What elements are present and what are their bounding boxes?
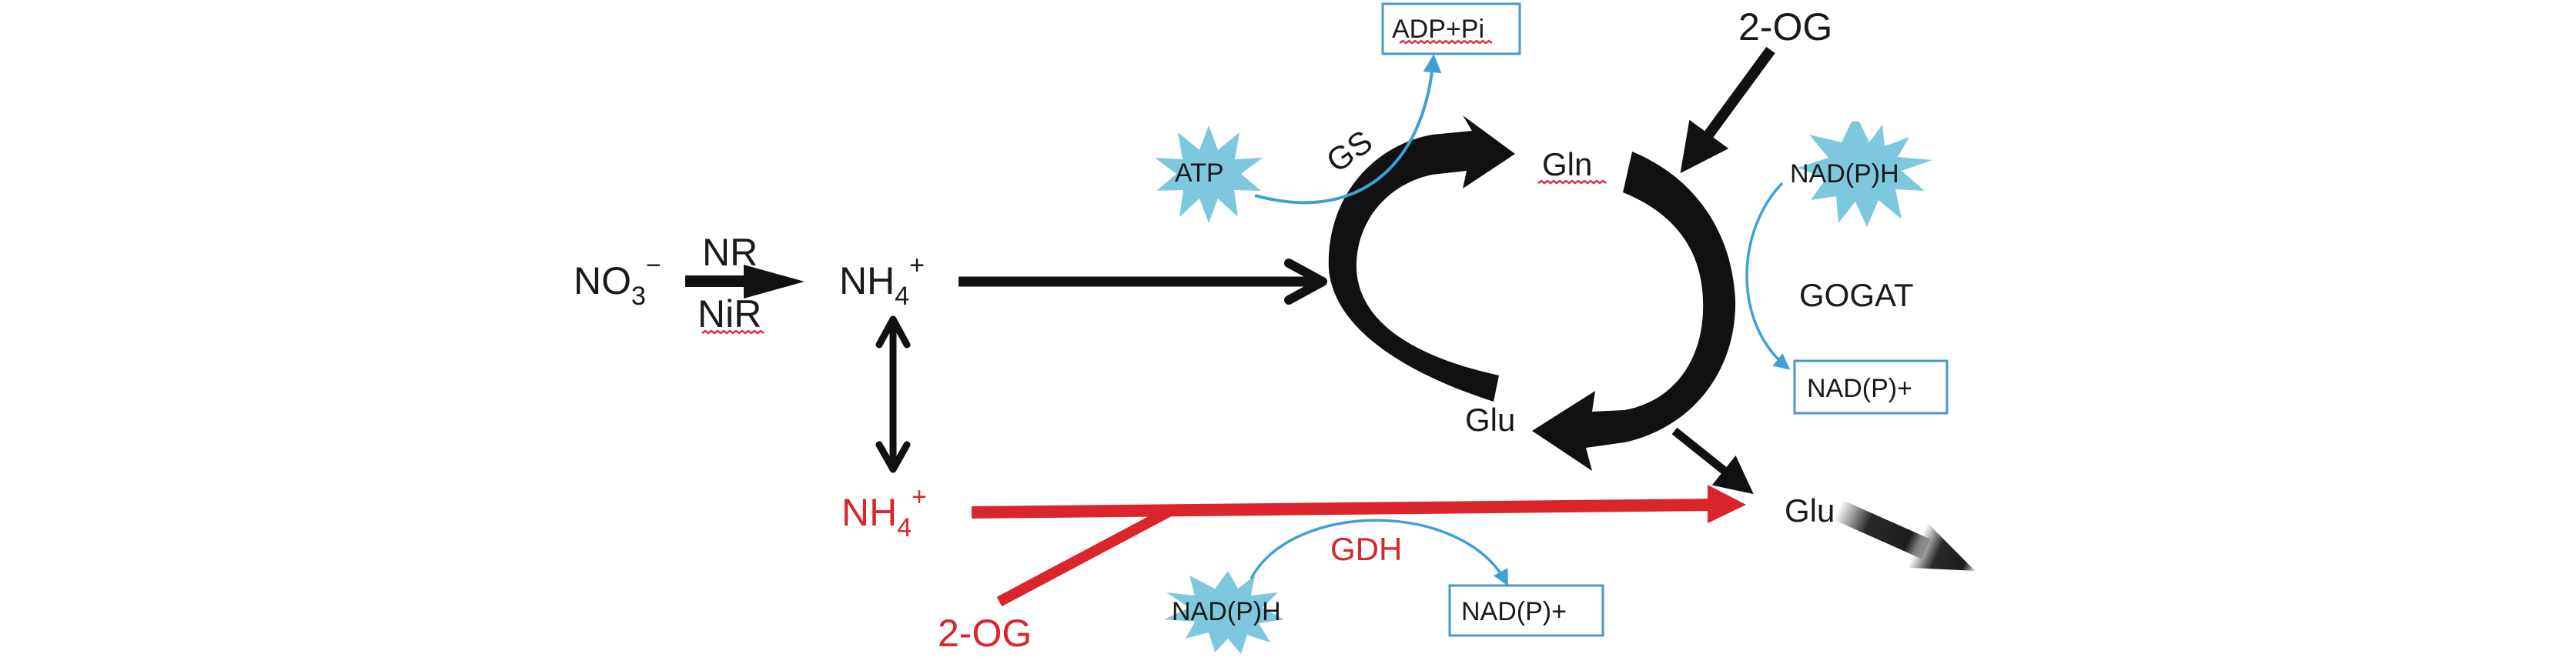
spellcheck-underline xyxy=(1399,39,1493,45)
atp-label: ATP xyxy=(1175,158,1224,188)
ammonium-bottom-label: NH4+ xyxy=(841,482,927,542)
gogat-nadp-label: NAD(P)+ xyxy=(1807,374,1912,403)
nr-enzyme-label: NR xyxy=(702,231,758,274)
gdh-nadph-label: NAD(P)H xyxy=(1172,597,1281,626)
ammonium-to-cycle-arrowhead xyxy=(1284,259,1327,305)
gogat-nadp-box xyxy=(1793,359,1949,415)
gdh-enzyme-label: GDH xyxy=(1330,531,1402,567)
gogat-nadph-label: NAD(P)H xyxy=(1790,159,1899,189)
nir-enzyme-label: NiR xyxy=(698,292,761,335)
gogat-enzyme-label: GOGAT xyxy=(1799,277,1914,313)
glutamate-export-arrow xyxy=(1833,499,1975,571)
spellcheck-underline xyxy=(701,329,764,335)
glutamate-out-label: Glu xyxy=(1785,492,1835,529)
gogat-cycle-arc xyxy=(1532,152,1736,471)
adp-pi-box xyxy=(1381,2,1521,55)
gdh-nadp-label: NAD(P)+ xyxy=(1461,597,1567,626)
oxoglutarate-bottom-label: 2-OG xyxy=(938,612,1032,655)
gs-cycle-arc xyxy=(1328,115,1515,402)
gdh-nadph-burst-icon xyxy=(1164,571,1284,654)
gs-cofactor-arrow xyxy=(1254,54,1442,205)
oxoglutarate-to-gogat-arrow xyxy=(1680,46,1775,174)
nr-nir-arrow xyxy=(685,265,805,299)
adp-pi-label: ADP+Pi xyxy=(1392,15,1484,44)
spellcheck-underline xyxy=(1537,179,1607,185)
nitrate-label: NO3− xyxy=(574,251,661,311)
gdh-cofactor-arrow xyxy=(1250,519,1508,586)
cycle-to-glutamate-arrow xyxy=(1671,427,1754,495)
atp-burst-icon xyxy=(1155,125,1263,223)
ammonium-exchange-double-arrow xyxy=(875,315,911,473)
nadph-burst-icon xyxy=(1798,122,1932,227)
ammonium-top-label: NH4+ xyxy=(839,251,925,311)
glutamate-cycle-label: Glu xyxy=(1465,402,1515,438)
glutamine-label: Gln xyxy=(1542,146,1592,182)
oxoglutarate-top-label: 2-OG xyxy=(1738,5,1832,48)
gdh-red-arrow xyxy=(972,485,1746,607)
gdh-nadp-box xyxy=(1448,584,1604,637)
gogat-cofactor-arrow xyxy=(1745,182,1791,370)
